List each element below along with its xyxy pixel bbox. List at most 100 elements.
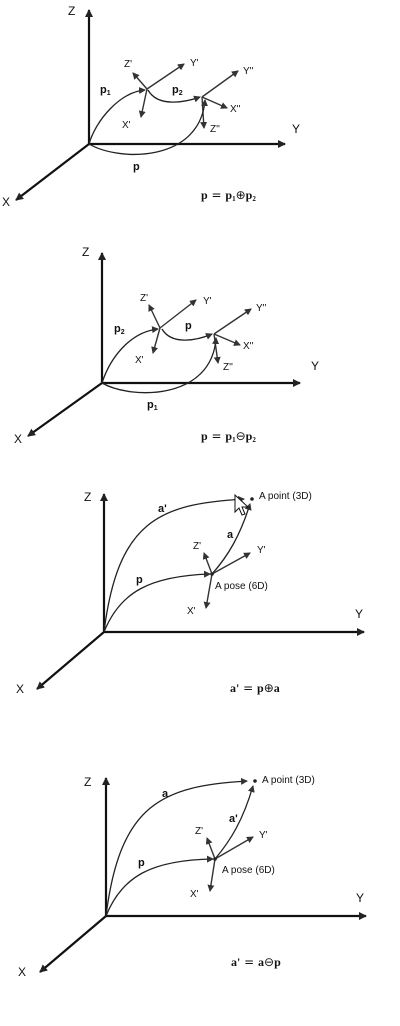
frame-z-arrow xyxy=(205,837,216,860)
world-axes: Z Y X xyxy=(18,775,367,979)
frame1-x-label: X' xyxy=(122,120,131,131)
frame1-x-label: X' xyxy=(135,355,144,366)
a-label: a xyxy=(227,529,234,541)
frame1-x-arrow xyxy=(151,327,161,354)
frame-2: Y'' X'' Z'' xyxy=(213,303,267,373)
frame1-z-label: Z' xyxy=(140,293,148,304)
frame-z-arrow xyxy=(202,552,213,575)
world-axes: Z Y X xyxy=(2,4,300,209)
world-axes: Z Y X xyxy=(16,490,365,696)
a-prime-curve xyxy=(103,495,245,633)
x-axis-label: X xyxy=(16,682,24,696)
mouse-cursor-icon xyxy=(234,493,250,516)
x-axis xyxy=(36,631,105,690)
p1-curve xyxy=(88,86,146,145)
frame2-y-label: Y'' xyxy=(256,303,267,314)
pose-label: A pose (6D) xyxy=(215,581,268,592)
x-axis-label: X xyxy=(14,432,22,446)
p2-curve xyxy=(147,89,201,103)
x-axis xyxy=(15,143,90,201)
x-axis xyxy=(27,382,103,437)
pose-frame: Z' Y' X' xyxy=(190,826,268,900)
frame-z-label: Z' xyxy=(193,541,201,552)
p2-label: p2 xyxy=(114,323,125,336)
point-marker xyxy=(250,497,254,501)
y-axis-label: Y xyxy=(355,607,363,621)
frame2-z-label: Z'' xyxy=(223,362,233,373)
p1-curve xyxy=(101,337,220,394)
frame2-y-arrow xyxy=(213,308,252,335)
frame1-y-label: Y' xyxy=(190,58,199,69)
z-axis-label: Z xyxy=(82,245,89,259)
frame2-x-arrow xyxy=(213,333,241,346)
frame-y-label: Y' xyxy=(257,545,266,556)
p2-label: p2 xyxy=(172,84,183,97)
z-axis-label: Z xyxy=(84,490,91,504)
frame-x-arrow xyxy=(207,858,216,892)
p-curve xyxy=(103,570,211,633)
a-prime-curve xyxy=(214,785,255,860)
z-axis-label: Z xyxy=(84,775,91,789)
panel-2-inverse-compose-poses: Z Y X Z' Y' X' Y'' X'' Z'' p2 p p1 p = p… xyxy=(14,245,319,446)
panel-4-point-minus-pose: Z Y X Z' Y' X' a a' p A point (3D) A pos… xyxy=(18,775,367,979)
frame1-z-arrow xyxy=(148,304,161,329)
equation-1: p = p1⊕p2 xyxy=(201,188,256,203)
equation-3: a' = p⊕a xyxy=(230,681,280,695)
frame1-z-label: Z' xyxy=(124,59,132,70)
p-curve xyxy=(161,328,213,341)
equation-4: a' = a⊖p xyxy=(231,955,281,969)
frame-z-label: Z' xyxy=(195,826,203,837)
y-axis-label: Y xyxy=(311,359,319,373)
frame2-x-label: X'' xyxy=(243,341,254,352)
equation-2: p = p1⊖p2 xyxy=(201,429,256,444)
frame-1: Z' Y' X' xyxy=(135,293,212,366)
p-label: p xyxy=(133,161,140,173)
pose-label: A pose (6D) xyxy=(222,865,275,876)
x-axis xyxy=(39,915,107,973)
frame-2: Y'' X'' Z'' xyxy=(200,66,254,135)
frame2-x-arrow xyxy=(201,96,228,109)
p-curve xyxy=(105,855,214,917)
frame-y-arrow xyxy=(211,552,251,575)
frame2-y-label: Y'' xyxy=(243,66,254,77)
frame-1: Z' Y' X' xyxy=(122,58,199,131)
x-axis-label: X xyxy=(18,965,26,979)
p1-label: p1 xyxy=(147,399,158,412)
frame2-z-label: Z'' xyxy=(210,124,220,135)
point-marker xyxy=(253,779,257,783)
frame1-y-arrow xyxy=(159,299,197,329)
p-label: p xyxy=(136,574,143,586)
panel-1-compose-poses: Z Y X Z' Y' X' Y'' X'' Z'' p1 p2 p p = p… xyxy=(2,4,300,209)
p-label: p xyxy=(185,320,192,332)
p-curve xyxy=(88,99,208,156)
y-axis-label: Y xyxy=(292,122,300,136)
a-label: a xyxy=(162,788,169,800)
x-axis-label: X xyxy=(2,195,10,209)
frame1-x-arrow xyxy=(138,88,148,118)
p-label: p xyxy=(138,857,145,869)
frame2-y-arrow xyxy=(201,70,239,98)
frame-x-label: X' xyxy=(190,889,199,900)
frame1-y-label: Y' xyxy=(203,296,212,307)
a-prime-label: a' xyxy=(229,813,238,825)
point-label: A point (3D) xyxy=(262,775,315,786)
z-axis-label: Z xyxy=(68,4,75,18)
pose-frame: Z' Y' X' xyxy=(187,541,266,617)
frame-x-label: X' xyxy=(187,606,196,617)
a-curve xyxy=(105,777,248,917)
frame1-y-arrow xyxy=(146,63,185,90)
a-prime-label: a' xyxy=(158,503,167,515)
frame-y-arrow xyxy=(214,836,254,860)
frame-y-label: Y' xyxy=(259,830,268,841)
a-curve xyxy=(211,503,252,575)
world-axes: Z Y X xyxy=(14,245,319,446)
y-axis-label: Y xyxy=(356,891,364,905)
p1-label: p1 xyxy=(100,84,111,97)
frame-x-arrow xyxy=(203,573,213,609)
point-label: A point (3D) xyxy=(259,491,312,502)
frame1-z-arrow xyxy=(132,72,148,90)
frame2-x-label: X'' xyxy=(230,104,241,115)
panel-3-pose-plus-point: Z Y X Z' Y' X' a' a p A point (3D) A pos… xyxy=(16,490,365,696)
p2-curve xyxy=(101,326,159,384)
